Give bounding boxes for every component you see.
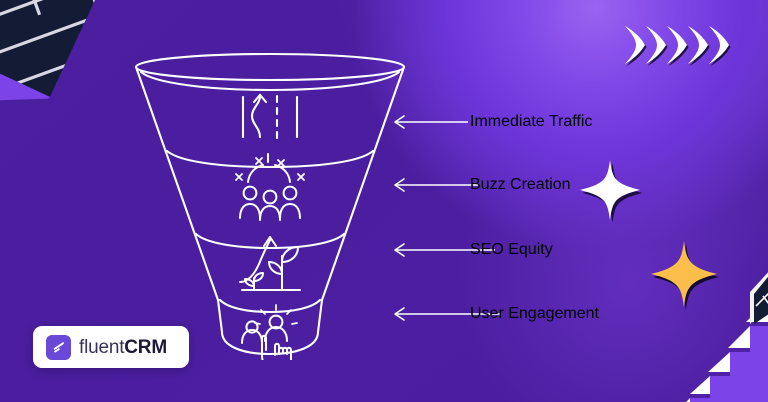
stair-step-icon	[686, 272, 768, 402]
fluentcrm-bolt-icon	[46, 334, 71, 360]
growing-plant-arrow-icon	[239, 236, 301, 291]
logo-text-light: fluent	[79, 336, 125, 358]
decoration-grid-parallelogram	[0, 0, 132, 114]
stage-label-text: SEO Equity	[470, 241, 553, 258]
connector-arrow-icon	[394, 115, 468, 129]
background-soft-glow	[448, 120, 768, 402]
label-user-engagement: User Engagement	[470, 304, 599, 324]
decoration-stair-step-blocks	[632, 248, 768, 402]
funnel-callout-user-engagement	[390, 304, 500, 324]
funnel-graphic	[130, 50, 410, 370]
connector-arrow-icon	[394, 307, 500, 321]
funnel-callout-immediate-traffic	[390, 112, 468, 132]
funnel-callout-buzz-creation	[390, 175, 478, 195]
chevron-arrows-icon	[625, 26, 731, 66]
connector-arrow-icon	[394, 243, 495, 257]
funnel-shape-icon	[134, 52, 406, 370]
white-sparkle-icon	[580, 160, 643, 223]
stage-label-text: Buzz Creation	[470, 176, 571, 193]
funnel-callout-seo-equity	[390, 240, 495, 260]
logo-text-bold: CRM	[124, 336, 167, 358]
connector-arrow-icon	[394, 178, 478, 192]
decoration-gold-sparkle	[648, 238, 720, 315]
gold-sparkle-icon	[651, 241, 719, 310]
navy-grid-panel	[0, 0, 114, 97]
crowd-celebration-icon	[235, 153, 305, 221]
stage-label-text: User Engagement	[470, 305, 599, 322]
decoration-white-sparkle	[578, 158, 643, 227]
grid-lines-icon	[0, 0, 114, 97]
bolt-glyph-icon	[53, 342, 64, 353]
road-traffic-icon	[241, 93, 299, 141]
stage-label-text: Immediate Traffic	[470, 113, 593, 130]
label-buzz-creation: Buzz Creation	[470, 175, 571, 195]
label-seo-equity: SEO Equity	[470, 240, 553, 260]
label-immediate-traffic: Immediate Traffic	[470, 112, 592, 132]
decoration-chevron-arrows	[624, 24, 732, 73]
